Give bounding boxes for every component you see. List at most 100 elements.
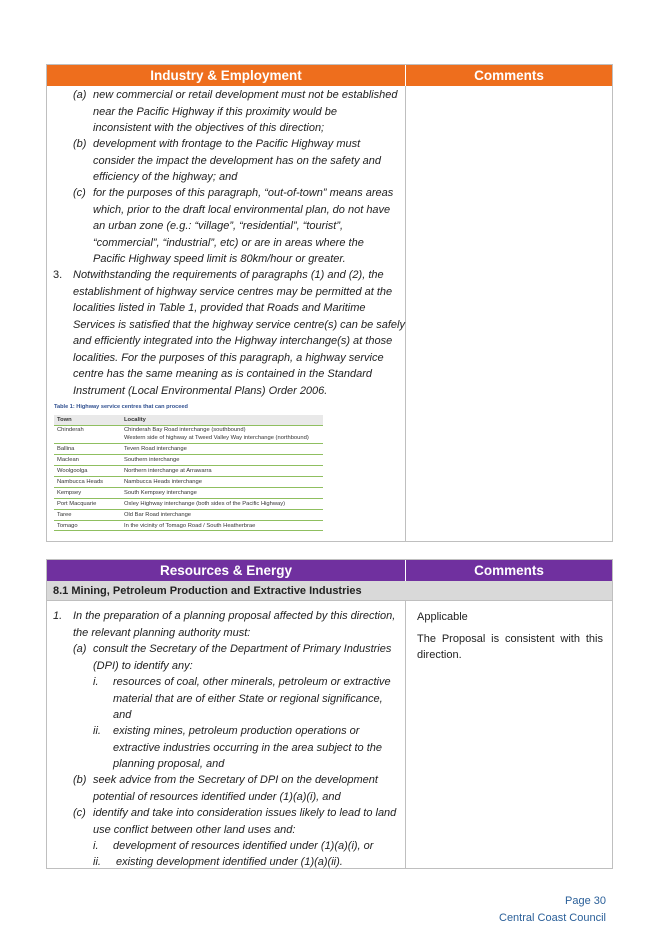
table1-caption: Table 1: Highway service centres that ca… <box>54 404 188 410</box>
item-c-i-label: i. <box>93 840 99 852</box>
table1-locality: Chinderah Bay Road interchange (southbou… <box>122 426 323 443</box>
table1-locality: South Kempsey interchange <box>124 490 197 496</box>
industry-header-title: Industry & Employment <box>47 65 406 86</box>
item-c: identify and take into consideration iss… <box>93 805 413 838</box>
comment-consistent: The Proposal is consistent with this dir… <box>417 633 603 661</box>
item-a-line: inconsistent with the objectives of this… <box>93 122 325 134</box>
table-row: Port Macquarie Oxley Highway interchange… <box>54 498 323 509</box>
table-row: Chinderah Chinderah Bay Road interchange… <box>54 425 323 443</box>
item-a-line: consult the Secretary of the Department … <box>93 643 392 655</box>
item-b-line: potential of resources identified under … <box>93 790 341 803</box>
item-a-ii-label: ii. <box>93 725 101 737</box>
table1-locality-line: Chinderah Bay Road interchange (southbou… <box>124 427 246 433</box>
item-c-line: Pacific Highway speed limit is 80km/hour… <box>93 253 346 265</box>
mining-content-cell: 1. In the preparation of a planning prop… <box>47 601 406 869</box>
table1-town: Nambucca Heads <box>57 479 104 485</box>
item-1-line: the relevant planning authority must: <box>73 626 251 639</box>
item-1-line: In the preparation of a planning proposa… <box>73 610 396 622</box>
list-item-c-label: (c) <box>73 187 86 199</box>
item-c-label: (c) <box>73 807 86 819</box>
item-b-line: development with frontage to the Pacific… <box>93 138 361 150</box>
table-row: Maclean Southern interchange <box>54 454 323 465</box>
page-number: Page 30 <box>565 895 606 907</box>
council-name: Central Coast Council <box>499 912 606 924</box>
table1-locality: Northern interchange at Arrawarra <box>124 468 212 474</box>
list-item-b-label: (b) <box>73 138 87 150</box>
table1-locality: Southern interchange <box>124 457 180 463</box>
mining-comments-cell: Applicable The Proposal is consistent wi… <box>406 601 612 869</box>
industry-table-header: Industry & Employment Comments <box>47 65 612 86</box>
item-a-i-line: resources of coal, other minerals, petro… <box>113 676 391 688</box>
table1-locality: Teven Road interchange <box>124 446 187 452</box>
industry-header-comments: Comments <box>474 68 544 83</box>
table1-town: Ballina <box>57 446 75 452</box>
table1-town: Port Macquarie <box>57 501 97 507</box>
mining-subheader-row: 8.1 Mining, Petroleum Production and Ext… <box>47 581 612 600</box>
item-a-line: new commercial or retail development mus… <box>93 89 398 101</box>
list-item-3-label: 3. <box>53 269 63 281</box>
industry-comments-cell <box>406 86 612 541</box>
resources-table-header: Resources & Energy Comments <box>47 560 612 581</box>
list-item-c: for the purposes of this paragraph, “out… <box>93 185 413 268</box>
item-c-line: for the purposes of this paragraph, “out… <box>93 187 394 199</box>
item-3-line: Notwithstanding the requirements of para… <box>73 269 384 281</box>
item-c-ii-label: ii. <box>93 856 101 868</box>
item-c-line: use conflict between other land uses and… <box>93 823 296 836</box>
table1-locality: Oxley Highway interchange (both sides of… <box>124 501 286 507</box>
table1-town: Taree <box>57 512 72 518</box>
item-c-line: which, prior to the draft local environm… <box>93 203 391 216</box>
comment-applicable: Applicable <box>417 611 468 623</box>
item-c-ii: existing development identified under (1… <box>116 856 343 868</box>
table-row: Nambucca Heads Nambucca Heads interchang… <box>54 476 323 487</box>
industry-content-cell: (a) new commercial or retail development… <box>47 86 406 541</box>
item-3-line: localities listed in Table 1, provided t… <box>73 302 366 314</box>
table-row: Ballina Teven Road interchange <box>54 443 323 454</box>
item-3-line: establishment of highway service centres… <box>73 285 393 298</box>
table-row: Kempsey South Kempsey interchange <box>54 487 323 498</box>
mining-subheader: 8.1 Mining, Petroleum Production and Ext… <box>53 584 362 597</box>
resources-header-title: Resources & Energy <box>47 560 406 581</box>
table1-town: Woolgoolga <box>57 468 88 474</box>
item-b-line: consider the impact the development has … <box>93 154 382 167</box>
item-3-line: Services is satisfied that the highway s… <box>73 318 405 331</box>
table1-town: Kempsey <box>57 490 82 496</box>
item-a-i: resources of coal, other minerals, petro… <box>113 674 413 724</box>
mining-body-row: 1. In the preparation of a planning prop… <box>47 600 612 869</box>
table1-locality: Old Bar Road interchange <box>124 512 192 518</box>
table1-locality-line: Western side of highway at Tweed Valley … <box>124 435 309 441</box>
list-item-a: new commercial or retail development mus… <box>93 87 413 137</box>
table1-town: Tomago <box>57 523 78 529</box>
item-c-i: development of resources identified unde… <box>113 840 374 852</box>
item-3-line: localities. For the purposes of this par… <box>73 351 384 364</box>
item-b-label: (b) <box>73 774 87 786</box>
resources-energy-table: Resources & Energy Comments 8.1 Mining, … <box>46 559 613 869</box>
list-item-b: development with frontage to the Pacific… <box>93 136 413 186</box>
item-a: consult the Secretary of the Department … <box>93 641 413 674</box>
item-b: seek advice from the Secretary of DPI on… <box>93 772 413 805</box>
table1-locality: Nambucca Heads interchange <box>124 479 202 485</box>
table1-col-locality: Locality <box>124 417 146 423</box>
item-a-line: (DPI) to identify any: <box>93 659 193 672</box>
item-3-line: Instrument (Local Environmental Plans) O… <box>73 384 328 397</box>
item-a-i-line: material that are of either State or reg… <box>113 692 383 705</box>
list-item-a-label: (a) <box>73 89 87 101</box>
item-a-i-label: i. <box>93 676 99 688</box>
item-c-line: identify and take into consideration iss… <box>93 807 397 819</box>
item-1: In the preparation of a planning proposa… <box>73 608 413 641</box>
item-a-ii-line: planning proposal, and <box>113 758 225 770</box>
item-1-label: 1. <box>53 610 63 622</box>
item-a-i-line: and <box>113 709 132 721</box>
industry-body-row: (a) new commercial or retail development… <box>47 86 612 541</box>
item-b-line: seek advice from the Secretary of DPI on… <box>93 774 378 786</box>
table1-header-row: Town Locality <box>54 415 323 425</box>
item-a-ii-line: existing mines, petroleum production ope… <box>113 725 360 737</box>
item-3-line: and efficiently integrated into the High… <box>73 335 393 347</box>
list-item-3: Notwithstanding the requirements of para… <box>73 267 413 399</box>
item-a-ii: existing mines, petroleum production ope… <box>113 723 413 773</box>
table1-town: Chinderah <box>57 427 84 433</box>
item-a-label: (a) <box>73 643 87 655</box>
item-c-line: “commercial”, “industrial”, etc) or are … <box>93 236 364 249</box>
table1-town: Maclean <box>57 457 79 463</box>
table1-col-town: Town <box>57 417 72 423</box>
highway-service-centres-table: Table 1: Highway service centres that ca… <box>54 404 323 531</box>
